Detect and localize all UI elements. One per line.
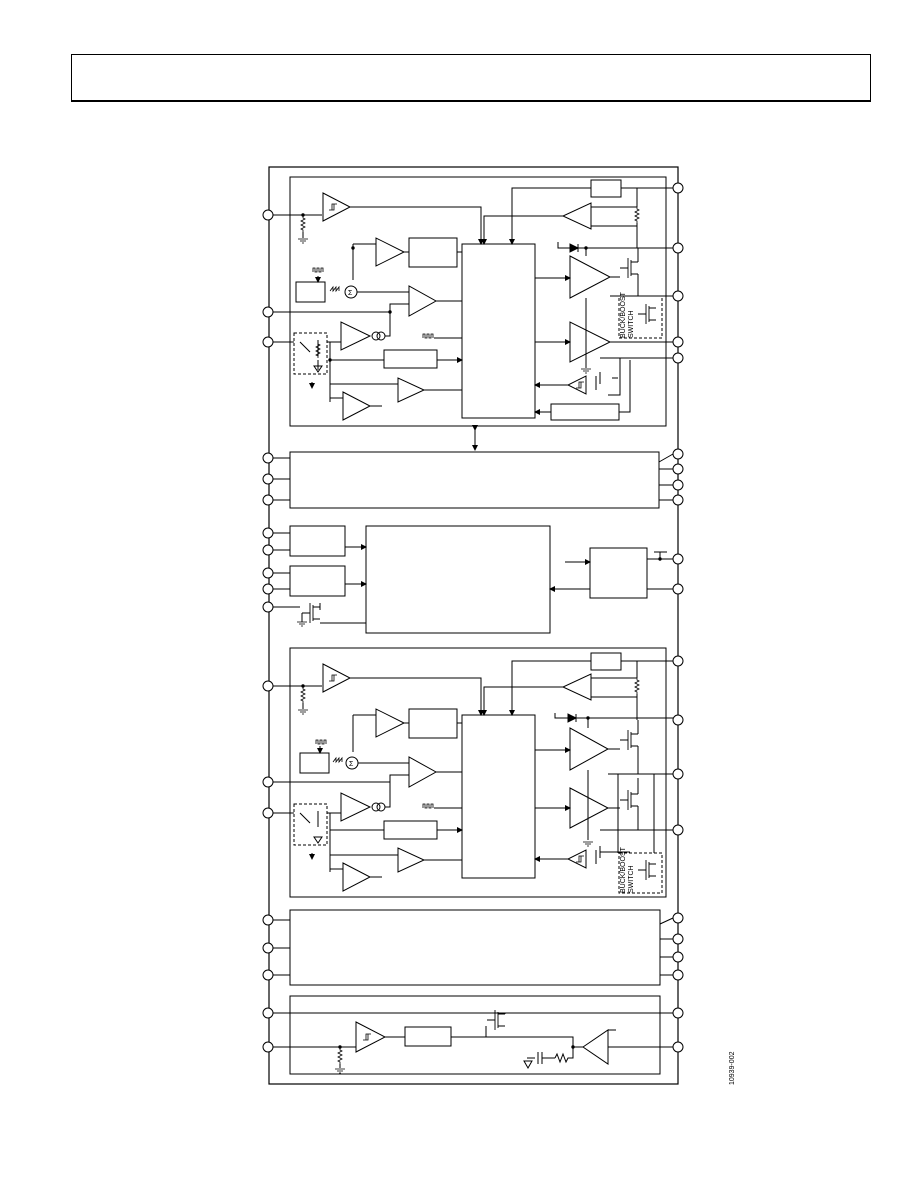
pin	[262, 601, 274, 613]
pin	[262, 209, 274, 221]
buck-boost-switch-2	[618, 852, 663, 894]
pin	[262, 942, 274, 954]
pin	[672, 969, 684, 981]
svg-text:Σ: Σ	[349, 761, 354, 768]
pin	[262, 494, 274, 506]
pin	[672, 714, 684, 726]
svg-text:SWITCH: SWITCH	[628, 865, 635, 893]
page-header-box	[71, 54, 871, 102]
pin	[672, 479, 684, 491]
logic-core-section	[262, 525, 684, 634]
digital-core-block	[365, 525, 551, 634]
pin	[262, 473, 274, 485]
pin	[262, 336, 274, 348]
chip-outline	[268, 166, 679, 1085]
pin	[672, 336, 684, 348]
pin	[672, 583, 684, 595]
pin	[262, 527, 274, 539]
figure-id: 10939-002	[729, 1051, 736, 1085]
pin	[262, 583, 274, 595]
pin	[262, 1007, 274, 1019]
pin	[262, 452, 274, 464]
pin	[672, 768, 684, 780]
switch-label: BUCK/BOOST	[620, 846, 627, 893]
pin	[672, 912, 684, 924]
gate-driver	[569, 321, 612, 363]
pin	[672, 1041, 684, 1053]
pin	[672, 951, 684, 963]
pin	[672, 1007, 684, 1019]
pin	[672, 352, 684, 364]
pin	[672, 463, 684, 475]
sense-block	[590, 179, 622, 198]
schmitt-comparator	[322, 192, 352, 222]
bottom-driver-block	[262, 995, 684, 1075]
channel-2-block: Σ	[262, 647, 684, 898]
buck-boost-switch-1	[618, 295, 663, 339]
interface-block-2	[262, 909, 684, 986]
pin	[672, 290, 684, 302]
pin	[262, 306, 274, 318]
switch-label: BUCK/BOOST	[620, 291, 627, 338]
svg-text:BUCK/BOOST: BUCK/BOOST	[620, 291, 627, 338]
control-logic-block	[461, 243, 536, 419]
pin	[672, 933, 684, 945]
switch-label: SWITCH	[628, 310, 635, 338]
pin	[262, 1041, 274, 1053]
pin	[262, 807, 274, 819]
pin	[262, 544, 274, 556]
pin	[672, 655, 684, 667]
pin	[672, 448, 684, 460]
pin	[672, 242, 684, 254]
pin	[262, 914, 274, 926]
channel-1-block: Σ	[262, 176, 684, 427]
interface-block-1	[262, 448, 684, 509]
switch-label: SWITCH	[628, 865, 635, 893]
pin	[672, 553, 684, 565]
pin	[262, 776, 274, 788]
pin	[262, 567, 274, 579]
pin	[672, 824, 684, 836]
pin	[262, 969, 274, 981]
gate-driver	[569, 255, 612, 299]
pin	[672, 494, 684, 506]
control-logic-block	[461, 714, 536, 879]
pin	[672, 182, 684, 194]
svg-text:SWITCH: SWITCH	[628, 310, 635, 338]
svg-text:BUCK/BOOST: BUCK/BOOST	[620, 846, 627, 893]
svg-text:Σ: Σ	[348, 290, 353, 297]
pin	[262, 680, 274, 692]
